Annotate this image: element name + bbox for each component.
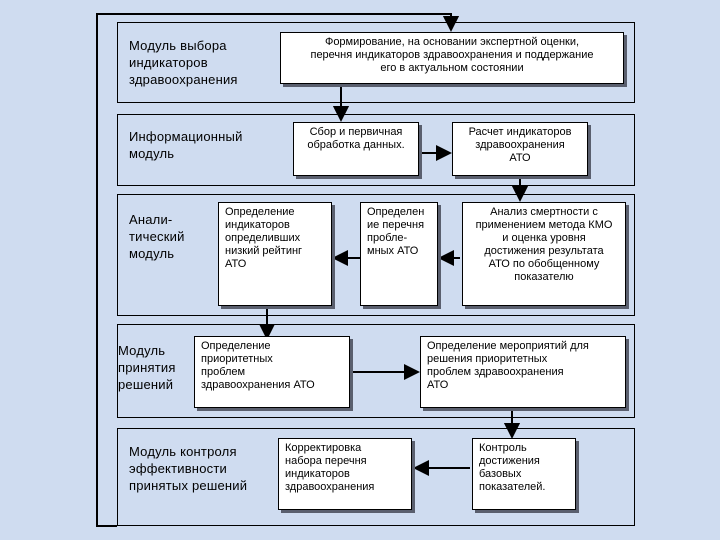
- module-analytic-label: Анали- тический модуль: [129, 212, 185, 261]
- box-formation: Формирование, на основании экспертной оц…: [280, 32, 624, 84]
- module-selection-label: Модуль выбора индикаторов здравоохранени…: [129, 38, 238, 87]
- module-control-label: Модуль контроля эффективности принятых р…: [129, 444, 248, 493]
- box-problem-list: Определен ие перечня пробле- мных АТО: [360, 202, 438, 306]
- box-mortality: Анализ смертности с применением метода К…: [462, 202, 626, 306]
- box-correction: Корректировка набора перечня индикаторов…: [278, 438, 412, 510]
- box-low-rating: Определение индикаторов определивших низ…: [218, 202, 332, 306]
- box-calc: Расчет индикаторов здравоохранения АТО: [452, 122, 588, 176]
- box-control: Контроль достижения базовых показателей.: [472, 438, 576, 510]
- box-measures: Определение мероприятий для решения прио…: [420, 336, 626, 408]
- module-decision-label: Модуль принятия решений: [118, 343, 176, 392]
- module-information-label: Информационный модуль: [129, 129, 243, 161]
- box-collection: Сбор и первичная обработка данных.: [293, 122, 419, 176]
- box-priority: Определение приоритетных проблем здравоо…: [194, 336, 350, 408]
